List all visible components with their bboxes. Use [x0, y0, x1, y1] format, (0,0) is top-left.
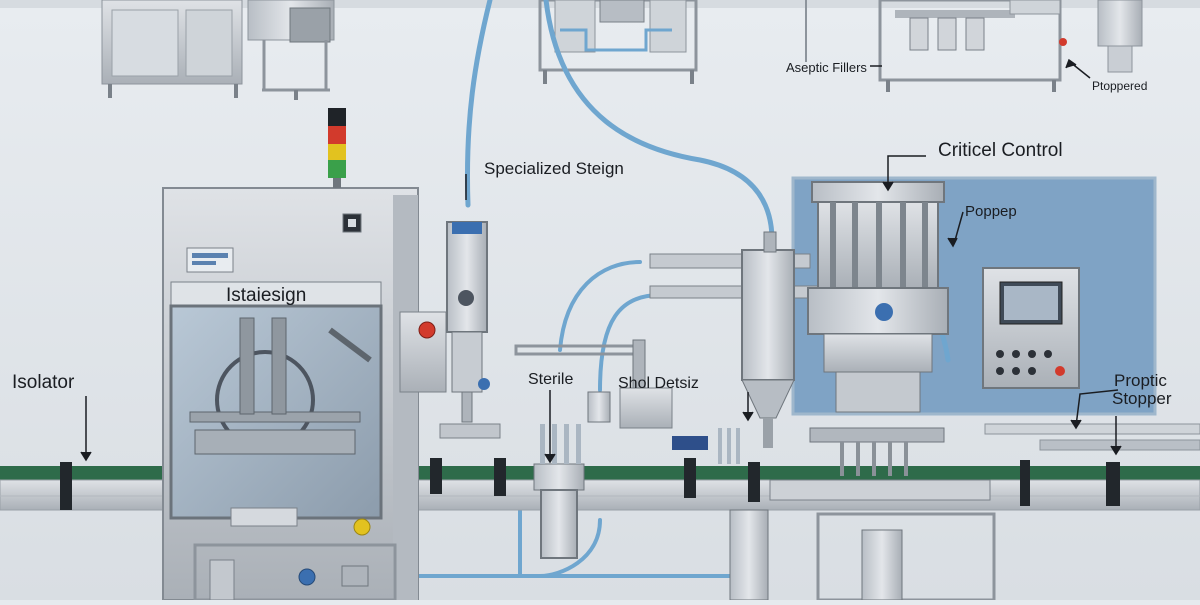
poppered-label: Ptoppered	[1092, 79, 1147, 93]
stopper-label: Stopper	[1112, 389, 1172, 408]
signal-light-tower	[328, 108, 346, 188]
istaiesign-label: Istaiesign	[226, 285, 306, 306]
isolator-label: Isolator	[12, 372, 75, 393]
aseptic-fillers-label: Aseptic Fillers	[786, 60, 867, 75]
critical-control-label: Criticel Control	[938, 140, 1063, 161]
shol-detsiz-label: Shol Detsiz	[618, 375, 699, 392]
sterile-label: Sterile	[528, 371, 573, 388]
control-panel	[983, 268, 1079, 388]
specialized-steign-label: Specialized Steign	[484, 159, 624, 178]
isolator-cabinet	[163, 188, 418, 600]
poppep-label: Poppep	[965, 203, 1017, 220]
proptic-label: Proptic	[1114, 371, 1167, 390]
